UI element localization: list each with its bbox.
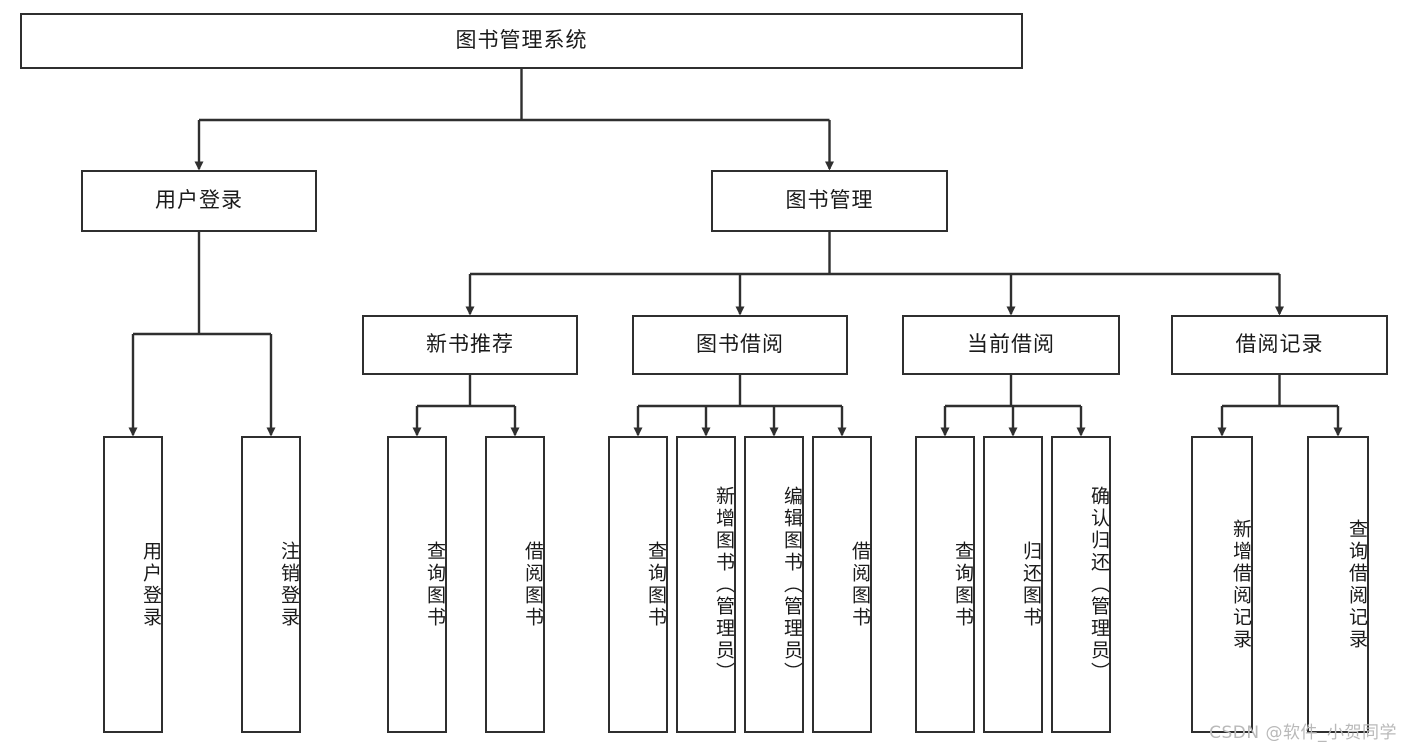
leaf-add-book-admin-label: 新增图书（管理员） — [713, 485, 735, 684]
leaf-confirm-return-admin[interactable]: 确认归还（管理员） — [1051, 436, 1111, 733]
leaf-add-book-admin[interactable]: 新增图书（管理员） — [676, 436, 736, 733]
node-book-management[interactable]: 图书管理 — [711, 170, 948, 232]
leaf-return-book[interactable]: 归还图书 — [983, 436, 1043, 733]
node-user-login[interactable]: 用户登录 — [81, 170, 317, 232]
leaf-user-login-label: 用户登录 — [140, 540, 162, 629]
node-book-borrow[interactable]: 图书借阅 — [632, 315, 848, 375]
leaf-query-book-recommend-label: 查询图书 — [424, 540, 446, 629]
leaf-logout[interactable]: 注销登录 — [241, 436, 301, 733]
node-current-borrow-label: 当前借阅 — [967, 332, 1055, 357]
leaf-borrow-book-borrow[interactable]: 借阅图书 — [812, 436, 872, 733]
leaf-query-book-borrow[interactable]: 查询图书 — [608, 436, 668, 733]
leaf-query-borrow-record[interactable]: 查询借阅记录 — [1307, 436, 1369, 733]
leaf-borrow-book-borrow-label: 借阅图书 — [849, 540, 871, 629]
node-borrow-record[interactable]: 借阅记录 — [1171, 315, 1388, 375]
node-borrow-record-label: 借阅记录 — [1235, 332, 1324, 357]
leaf-return-book-label: 归还图书 — [1020, 540, 1042, 629]
leaf-query-book-borrow-label: 查询图书 — [645, 540, 667, 629]
node-book-borrow-label: 图书借阅 — [696, 332, 784, 357]
leaf-edit-book-admin[interactable]: 编辑图书（管理员） — [744, 436, 804, 733]
leaf-user-login[interactable]: 用户登录 — [103, 436, 163, 733]
leaf-query-book-recommend[interactable]: 查询图书 — [387, 436, 447, 733]
leaf-query-borrow-record-label: 查询借阅记录 — [1346, 518, 1368, 651]
leaf-edit-book-admin-label: 编辑图书（管理员） — [781, 485, 803, 684]
node-book-management-label: 图书管理 — [785, 188, 874, 213]
leaf-confirm-return-admin-label: 确认归还（管理员） — [1088, 485, 1110, 684]
leaf-add-borrow-record[interactable]: 新增借阅记录 — [1191, 436, 1253, 733]
leaf-add-borrow-record-label: 新增借阅记录 — [1230, 518, 1252, 651]
node-user-login-label: 用户登录 — [155, 188, 243, 213]
leaf-query-book-current-label: 查询图书 — [952, 540, 974, 629]
node-root-label: 图书管理系统 — [455, 28, 588, 53]
node-current-borrow[interactable]: 当前借阅 — [902, 315, 1120, 375]
leaf-borrow-book-recommend-label: 借阅图书 — [522, 540, 544, 629]
leaf-logout-label: 注销登录 — [278, 540, 300, 629]
node-new-book-recommend[interactable]: 新书推荐 — [362, 315, 578, 375]
node-new-book-recommend-label: 新书推荐 — [426, 332, 514, 357]
leaf-query-book-current[interactable]: 查询图书 — [915, 436, 975, 733]
node-root[interactable]: 图书管理系统 — [20, 13, 1023, 69]
leaf-borrow-book-recommend[interactable]: 借阅图书 — [485, 436, 545, 733]
